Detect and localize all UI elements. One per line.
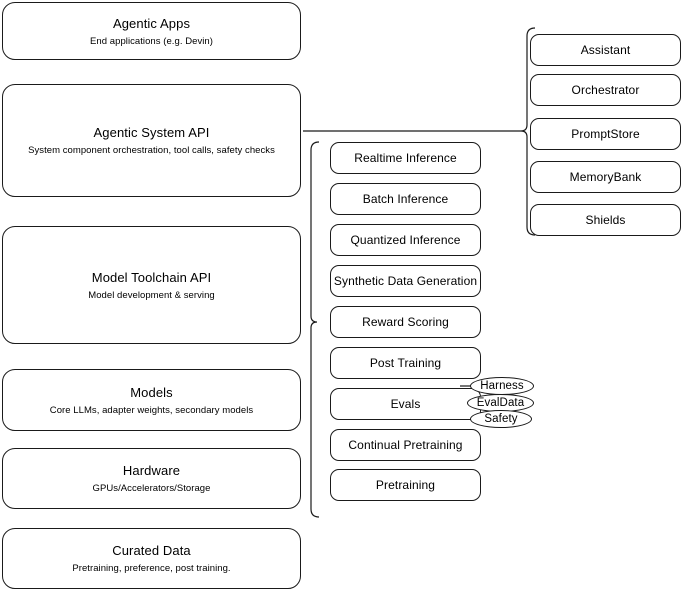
capability-label: Synthetic Data Generation — [333, 273, 478, 288]
capability-label: Quantized Inference — [350, 232, 461, 247]
layer-subtitle: Model development & serving — [88, 289, 215, 301]
system-component-label: Assistant — [580, 42, 631, 57]
layer-node-curated-data[interactable]: Curated Data Pretraining, preference, po… — [2, 528, 301, 589]
system-component-node-promptstore[interactable]: PromptStore — [530, 118, 681, 150]
layer-title: Curated Data — [112, 543, 191, 558]
layer-subtitle: Core LLMs, adapter weights, secondary mo… — [49, 404, 254, 416]
capability-node-pretraining[interactable]: Pretraining — [330, 469, 481, 501]
system-component-node-assistant[interactable]: Assistant — [530, 34, 681, 66]
system-component-node-orchestrator[interactable]: Orchestrator — [530, 74, 681, 106]
layer-node-agentic-apps[interactable]: Agentic Apps End applications (e.g. Devi… — [2, 2, 301, 60]
layer-subtitle: End applications (e.g. Devin) — [90, 35, 213, 47]
system-component-node-memorybank[interactable]: MemoryBank — [530, 161, 681, 193]
capability-label: Realtime Inference — [354, 150, 457, 165]
capability-label: Continual Pretraining — [348, 437, 463, 452]
evals-pill-evaldata[interactable]: EvalData — [467, 394, 534, 412]
layer-title: Model Toolchain API — [91, 269, 212, 285]
layer-subtitle: GPUs/Accelerators/Storage — [92, 483, 211, 494]
capability-node-realtime-inference[interactable]: Realtime Inference — [330, 142, 481, 174]
system-component-label: Orchestrator — [571, 82, 640, 97]
capability-node-reward-scoring[interactable]: Reward Scoring — [330, 306, 481, 338]
capability-node-quantized-inference[interactable]: Quantized Inference — [330, 224, 481, 256]
layer-node-agentic-system-api[interactable]: Agentic System API System component orch… — [2, 84, 301, 197]
layer-node-model-toolchain-api[interactable]: Model Toolchain API Model development & … — [2, 226, 301, 344]
layer-title: Agentic System API — [93, 125, 210, 140]
capability-label: Reward Scoring — [362, 314, 449, 329]
evals-pill-label: Safety — [484, 412, 518, 425]
system-component-node-shields[interactable]: Shields — [530, 204, 681, 236]
capability-node-continual-pretraining[interactable]: Continual Pretraining — [330, 429, 481, 461]
capability-label: Evals — [390, 396, 421, 411]
capability-node-post-training[interactable]: Post Training — [330, 347, 481, 379]
capability-label: Pretraining — [375, 477, 436, 492]
capability-node-batch-inference[interactable]: Batch Inference — [330, 183, 481, 215]
capability-node-evals[interactable]: Evals — [330, 388, 481, 420]
capability-label: Post Training — [369, 355, 442, 370]
layer-subtitle: Pretraining, preference, post training. — [72, 563, 231, 574]
evals-pill-label: Harness — [480, 379, 524, 392]
layer-subtitle: System component orchestration, tool cal… — [28, 145, 275, 156]
system-component-label: MemoryBank — [569, 169, 642, 184]
evals-pill-safety[interactable]: Safety — [470, 410, 532, 428]
capability-node-synthetic-data-generation[interactable]: Synthetic Data Generation — [330, 265, 481, 297]
layer-title: Hardware — [122, 463, 181, 478]
layer-title: Models — [130, 384, 173, 400]
capability-label: Batch Inference — [362, 191, 449, 206]
brace-toolchain-capabilities — [310, 141, 320, 518]
system-component-label: Shields — [585, 212, 626, 227]
evals-pill-label: EvalData — [476, 396, 525, 409]
evals-pill-harness[interactable]: Harness — [470, 377, 534, 395]
layer-node-hardware[interactable]: Hardware GPUs/Accelerators/Storage — [2, 448, 301, 509]
system-component-label: PromptStore — [571, 126, 640, 141]
layer-node-models[interactable]: Models Core LLMs, adapter weights, secon… — [2, 369, 301, 431]
layer-title: Agentic Apps — [112, 15, 191, 31]
